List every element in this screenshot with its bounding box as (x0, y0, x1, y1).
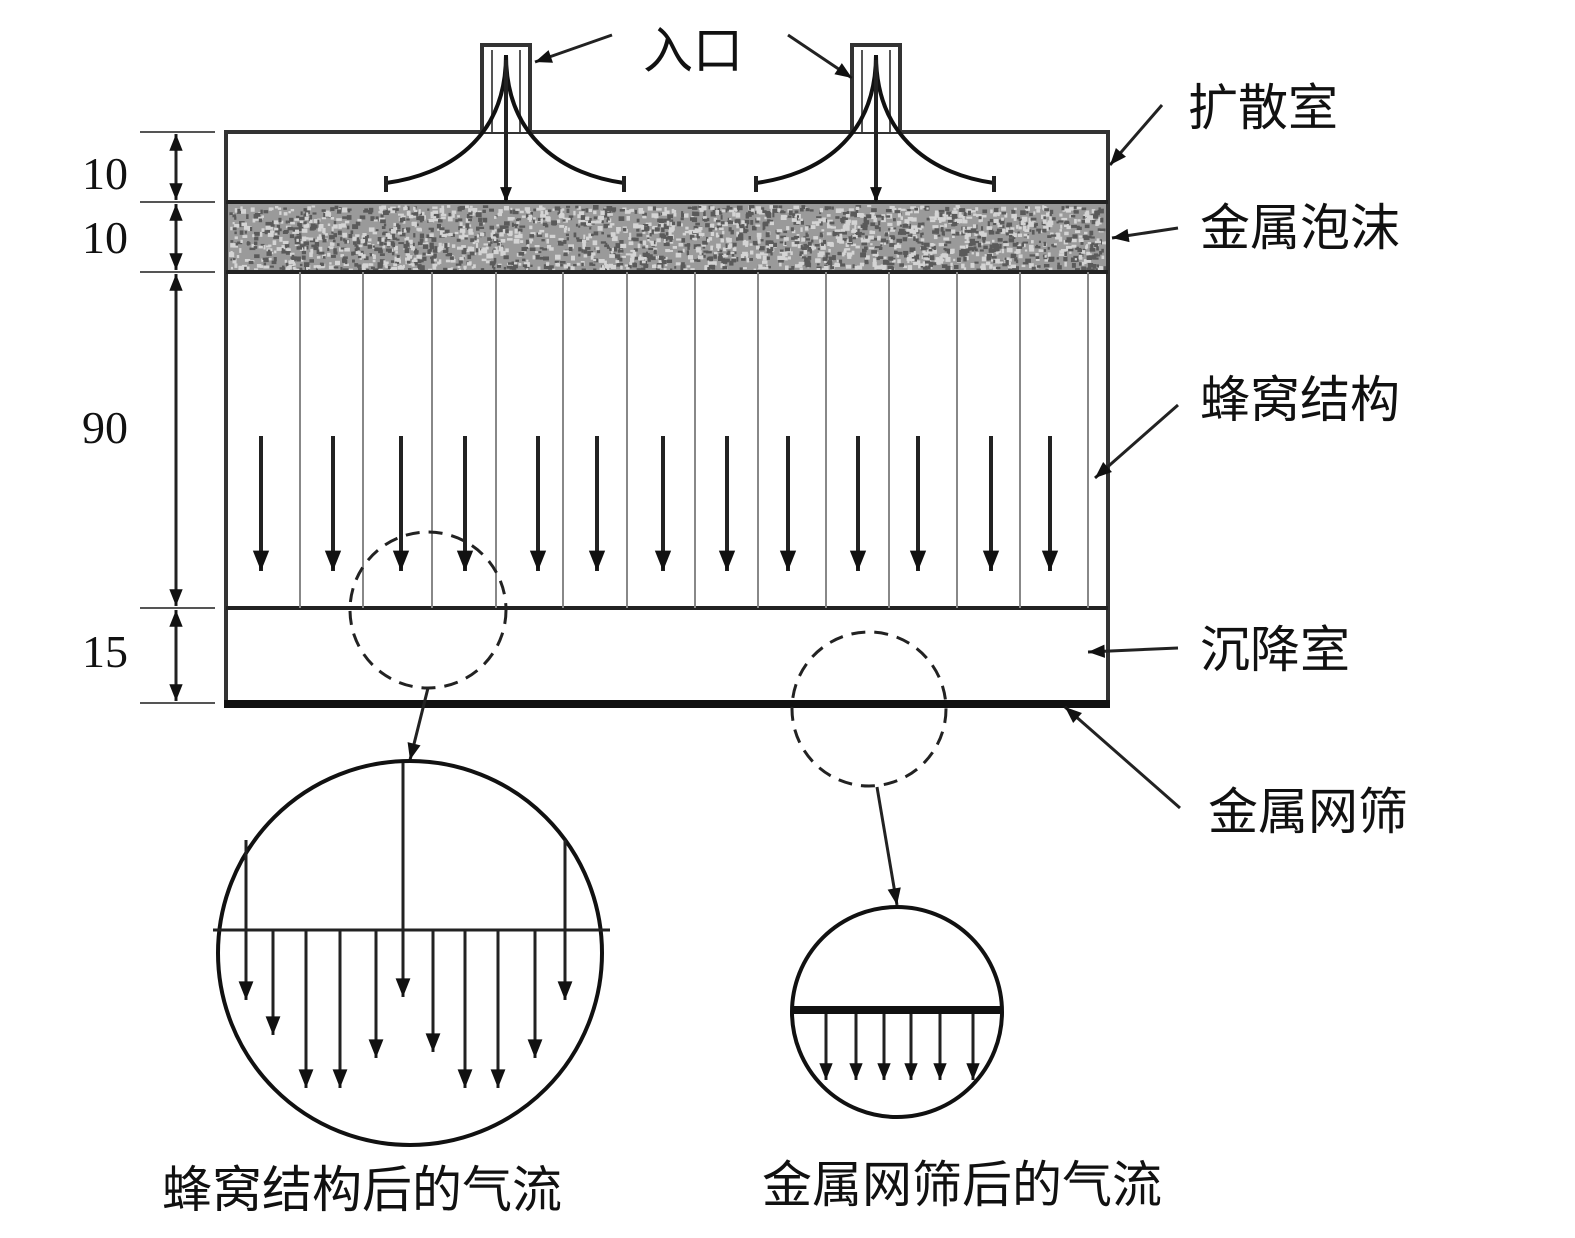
honeycomb-flow-arrow-head (849, 550, 867, 571)
dimension-arrowhead (169, 183, 183, 200)
zoom-pointer-arrow (875, 786, 899, 906)
honeycomb-flow-arrow-head (779, 550, 797, 571)
zoom-mesh-flow-arrow-head (849, 1063, 863, 1080)
zoom-flow-arrow-head (425, 1033, 441, 1052)
dimension-arrowhead (169, 253, 183, 270)
honeycomb-flow-arrow-head (718, 550, 736, 571)
honeycomb-flow-arrow-head (324, 550, 342, 571)
metal-mesh-leader (1064, 705, 1181, 810)
honeycomb-flow-arrow-head (982, 550, 1000, 571)
dimension-arrowhead (169, 610, 183, 627)
dimension-arrowhead (169, 684, 183, 701)
detail-circle-mesh (790, 630, 948, 788)
honeycomb-flow-arrow-head (909, 550, 927, 571)
diffusion-flow-curve (755, 54, 878, 185)
honeycomb-flow-arrow-head (392, 550, 410, 571)
diffusion-flow-curve (504, 54, 625, 185)
caption-after-mesh: 金属网筛后的气流 (762, 1156, 1162, 1214)
dim-foam: 10 (82, 212, 128, 263)
zoom-flow-arrow-head (368, 1039, 384, 1058)
metal-mesh-leader-head (1065, 707, 1082, 724)
zoom-flow-arrow-head (332, 1069, 348, 1088)
label-honeycomb: 蜂窝结构 (1200, 371, 1400, 429)
caption-after-honeycomb: 蜂窝结构后的气流 (162, 1161, 562, 1219)
diffusion-chamber-leader-head (1110, 147, 1126, 165)
dimension-arrowhead (169, 204, 183, 221)
zoom-flow-arrow-head (238, 981, 254, 1000)
honeycomb-flow-arrow-head (529, 550, 547, 571)
zoom-mesh-flow-arrow-head (966, 1063, 980, 1080)
zoom-flow-arrow-head (395, 978, 411, 997)
zoom-mesh-flow-arrow-head (877, 1063, 891, 1080)
diffusion-flow-curve (874, 54, 995, 185)
label-metal-mesh: 金属网筛 (1208, 783, 1408, 841)
honeycomb-flow-arrow-head (1041, 550, 1059, 571)
zoom-mesh-flow-arrow-head (904, 1063, 918, 1080)
diffusion-flow-arrow-head (870, 187, 882, 202)
metal-foam-leader-head (1112, 228, 1130, 243)
zoom-pointer-arrow-head (887, 887, 901, 905)
zoom-flow-arrow-head (557, 981, 573, 1000)
zoom-flow-arrow-head (527, 1039, 543, 1058)
dim-settling: 15 (82, 626, 128, 677)
diffusion-flow-arrow-head (500, 187, 512, 202)
dim-honeycomb: 90 (82, 402, 128, 453)
honeycomb-flow-arrow-head (456, 550, 474, 571)
zoom-mesh-flow-arrow-head (819, 1063, 833, 1080)
label-diffusion-chamber: 扩散室 (1188, 79, 1338, 137)
zoom-flow-arrow-head (457, 1069, 473, 1088)
zoom-circle-honeycomb (216, 759, 604, 1147)
dimension-arrowhead (169, 134, 183, 151)
zoom-mesh-flow-arrow-head (933, 1063, 947, 1080)
dimension-arrowhead (169, 589, 183, 606)
honeycomb-flow-arrow-head (588, 550, 606, 571)
zoom-flow-arrow-head (265, 1016, 281, 1035)
honeycomb-leader-head (1095, 461, 1112, 478)
diffusion-flow-curve (385, 54, 508, 185)
label-settling-chamber: 沉降室 (1200, 621, 1350, 679)
inlet-leader-head (535, 50, 553, 63)
honeycomb-leader (1094, 403, 1179, 480)
zoom-flow-arrow-head (490, 1069, 506, 1088)
dimension-arrowhead (169, 274, 183, 291)
foam-texture (229, 205, 1109, 274)
honeycomb-flow-arrow-head (252, 550, 270, 571)
label-metal-foam: 金属泡沫 (1200, 199, 1400, 257)
settling-chamber-leader-head (1088, 644, 1105, 658)
dim-diffusion: 10 (82, 148, 128, 199)
honeycomb-flow-arrow-head (654, 550, 672, 571)
label-inlet: 入口 (643, 22, 743, 80)
zoom-flow-arrow-head (298, 1069, 314, 1088)
inlet-leader-head (834, 63, 852, 78)
zoom-pointer-arrow-head (407, 742, 421, 760)
